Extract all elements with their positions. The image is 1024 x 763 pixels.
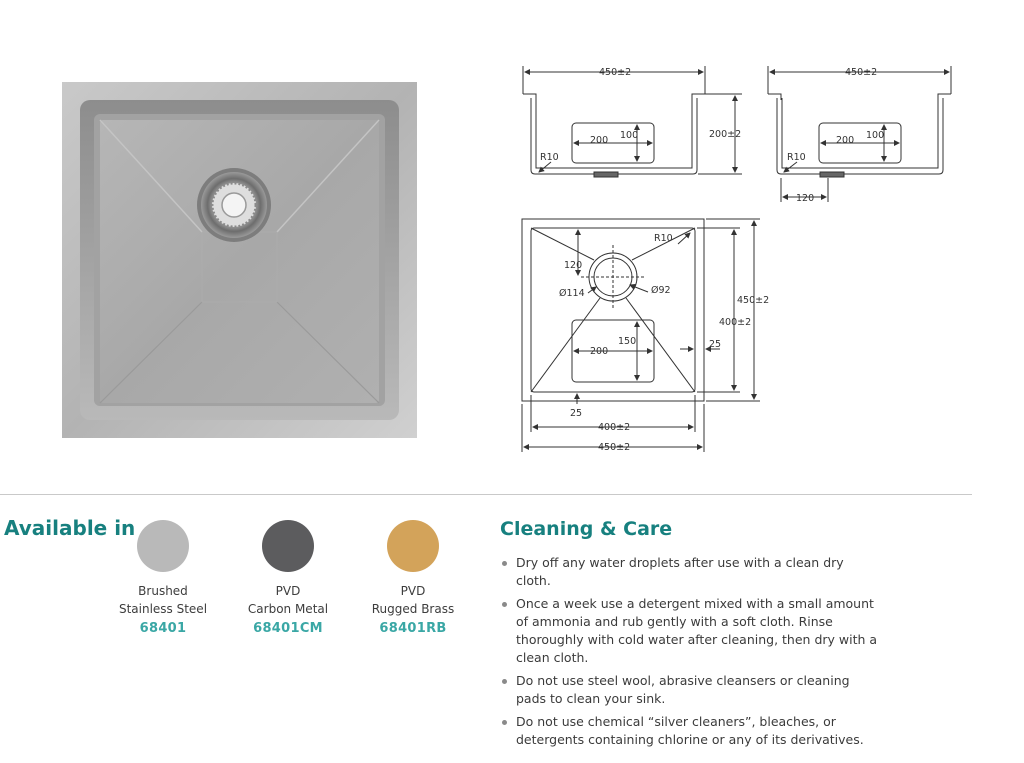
plan-view bbox=[521, 218, 760, 452]
finish-line1: Brushed bbox=[138, 584, 188, 598]
side-bowl-h-label: 100 bbox=[866, 130, 884, 141]
care-item: Once a week use a detergent mixed with a… bbox=[500, 595, 880, 667]
plan-bowl-w-label: 200 bbox=[590, 346, 608, 357]
front-radius-label: R10 bbox=[540, 152, 559, 163]
plan-outer-w-label: 450±2 bbox=[598, 442, 630, 453]
finish-code: 68401 bbox=[139, 621, 187, 636]
finish-pvd-carbon-metal: PVD Carbon Metal 68401CM bbox=[218, 520, 358, 636]
finish-line2: Stainless Steel bbox=[118, 602, 208, 616]
plan-outer-h-label: 450±2 bbox=[737, 295, 769, 306]
finish-swatch bbox=[262, 520, 314, 572]
care-item-text: Dry off any water droplets after use wit… bbox=[516, 555, 844, 588]
finish-code: 68401RB bbox=[379, 621, 447, 636]
bullet-icon bbox=[502, 679, 507, 684]
side-width-label: 450±2 bbox=[845, 67, 877, 78]
front-bowl-w-label: 200 bbox=[590, 135, 608, 146]
plan-bowl-h-label: 150 bbox=[618, 336, 636, 347]
front-bowl-h-label: 100 bbox=[620, 130, 638, 141]
plan-outer-dia-label: Ø114 bbox=[559, 288, 585, 299]
bullet-icon bbox=[502, 720, 507, 725]
bullet-icon bbox=[502, 561, 507, 566]
finish-code: 68401CM bbox=[253, 621, 323, 636]
care-item-text: Do not use chemical “silver cleaners”, b… bbox=[516, 714, 864, 747]
finish-line2: Carbon Metal bbox=[247, 602, 329, 616]
sink-product-photo bbox=[62, 82, 417, 438]
finish-swatch bbox=[387, 520, 439, 572]
finish-line1: PVD bbox=[400, 584, 426, 598]
plan-offset-label: 120 bbox=[564, 260, 582, 271]
plan-inner-w-label: 400±2 bbox=[598, 422, 630, 433]
finish-pvd-rugged-brass: PVD Rugged Brass 68401RB bbox=[343, 520, 483, 636]
front-width-label: 450±2 bbox=[599, 67, 631, 78]
plan-inner-dia-label: Ø92 bbox=[651, 285, 671, 296]
cleaning-care-heading: Cleaning & Care bbox=[500, 518, 673, 540]
care-item: Do not use steel wool, abrasive cleanser… bbox=[500, 672, 880, 708]
care-instructions-list: Dry off any water droplets after use wit… bbox=[500, 554, 880, 754]
care-item: Do not use chemical “silver cleaners”, b… bbox=[500, 713, 880, 749]
plan-edge-bottom-label: 25 bbox=[570, 408, 582, 419]
front-height-label: 200±2 bbox=[709, 129, 741, 140]
finish-line1: PVD bbox=[275, 584, 301, 598]
technical-drawings: 450±2 200 100 200±2 R10 450±2 200 100 R1… bbox=[521, 66, 952, 453]
care-item: Dry off any water droplets after use wit… bbox=[500, 554, 880, 590]
finish-brushed-stainless: Brushed Stainless Steel 68401 bbox=[93, 520, 233, 636]
bullet-icon bbox=[502, 602, 507, 607]
section-divider bbox=[0, 494, 972, 495]
plan-edge-right-label: 25 bbox=[709, 339, 721, 350]
finish-swatch bbox=[137, 520, 189, 572]
side-bowl-w-label: 200 bbox=[836, 135, 854, 146]
plan-radius-label: R10 bbox=[654, 233, 673, 244]
side-offset-label: 120 bbox=[796, 193, 814, 204]
plan-inner-h-label: 400±2 bbox=[719, 317, 751, 328]
care-item-text: Do not use steel wool, abrasive cleanser… bbox=[516, 673, 850, 706]
finish-line2: Rugged Brass bbox=[371, 602, 455, 616]
side-radius-label: R10 bbox=[787, 152, 806, 163]
care-item-text: Once a week use a detergent mixed with a… bbox=[516, 596, 878, 665]
available-in-heading: Available in bbox=[4, 516, 136, 540]
side-view bbox=[767, 66, 952, 202]
front-view bbox=[522, 66, 742, 178]
